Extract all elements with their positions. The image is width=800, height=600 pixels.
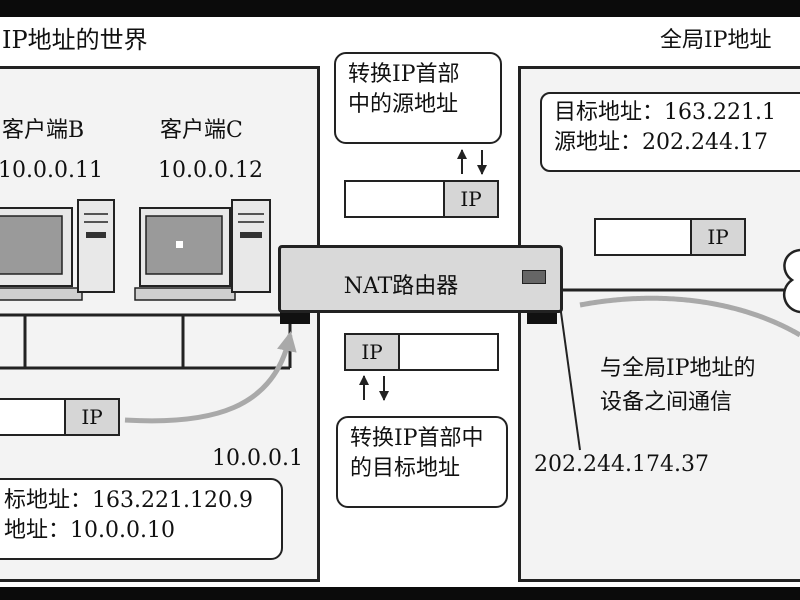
packet-inbound: IP <box>344 333 499 371</box>
src-change-line-2: 中的源地址 <box>348 92 459 117</box>
packet-ip-header: IP <box>346 335 400 369</box>
client-c-computer <box>134 199 271 301</box>
local-packet-src: 地址：10.0.0.10 <box>4 518 175 543</box>
client-c-name: 客户端C <box>160 118 243 143</box>
top-border <box>0 0 800 17</box>
outside-ip-leader <box>559 304 581 451</box>
local-packet-callout: 标地址：163.221.120.9 地址：10.0.0.10 <box>0 478 283 560</box>
router-outside-ip: 202.244.174.37 <box>534 452 709 477</box>
dst-change-line-1: 转换IP首部中 <box>350 426 484 451</box>
router-foot-right <box>527 312 557 324</box>
dst-change-callout: 转换IP首部中 的目标地址 <box>336 416 508 508</box>
packet-ip-header: IP <box>690 220 744 254</box>
client-c-ip: 10.0.0.12 <box>158 158 263 183</box>
src-change-line-1: 转换IP首部 <box>348 62 460 87</box>
packet-global: IP <box>594 218 746 256</box>
global-packet-callout: 目标地址：163.221.1 源地址：202.244.17 <box>540 92 800 172</box>
global-comm-line-1: 与全局IP地址的 <box>600 356 756 381</box>
local-packet-dst: 标地址：163.221.120.9 <box>4 488 253 513</box>
dst-change-line-2: 的目标地址 <box>350 456 461 481</box>
client-b-name: 客户端B <box>2 118 85 143</box>
nat-router: NAT路由器 <box>278 245 563 313</box>
flow-arrow-to-router <box>124 331 297 424</box>
packet-ip-header: IP <box>64 400 118 434</box>
router-status-led <box>522 270 546 284</box>
router-label: NAT路由器 <box>343 274 459 299</box>
router-inside-ip: 10.0.0.1 <box>212 446 303 471</box>
packet-ip-header: IP <box>443 182 497 216</box>
client-b-ip: 10.0.0.11 <box>0 158 103 183</box>
global-packet-src: 源地址：202.244.17 <box>554 130 768 155</box>
bottom-border <box>0 587 800 600</box>
global-comm-line-2: 设备之间通信 <box>600 390 733 415</box>
packet-outbound-translated: IP <box>344 180 499 218</box>
internet-cloud <box>782 248 800 314</box>
router-foot-left <box>280 312 310 324</box>
flow-arrow-to-internet <box>579 295 800 338</box>
global-world-title: 全局IP地址 <box>660 28 772 53</box>
global-packet-dst: 目标地址：163.221.1 <box>554 100 776 125</box>
src-change-callout: 转换IP首部 中的源地址 <box>334 52 502 144</box>
packet-local: IP <box>0 398 120 436</box>
private-world-title: IP地址的世界 <box>2 26 148 54</box>
client-b-computer <box>0 199 115 301</box>
